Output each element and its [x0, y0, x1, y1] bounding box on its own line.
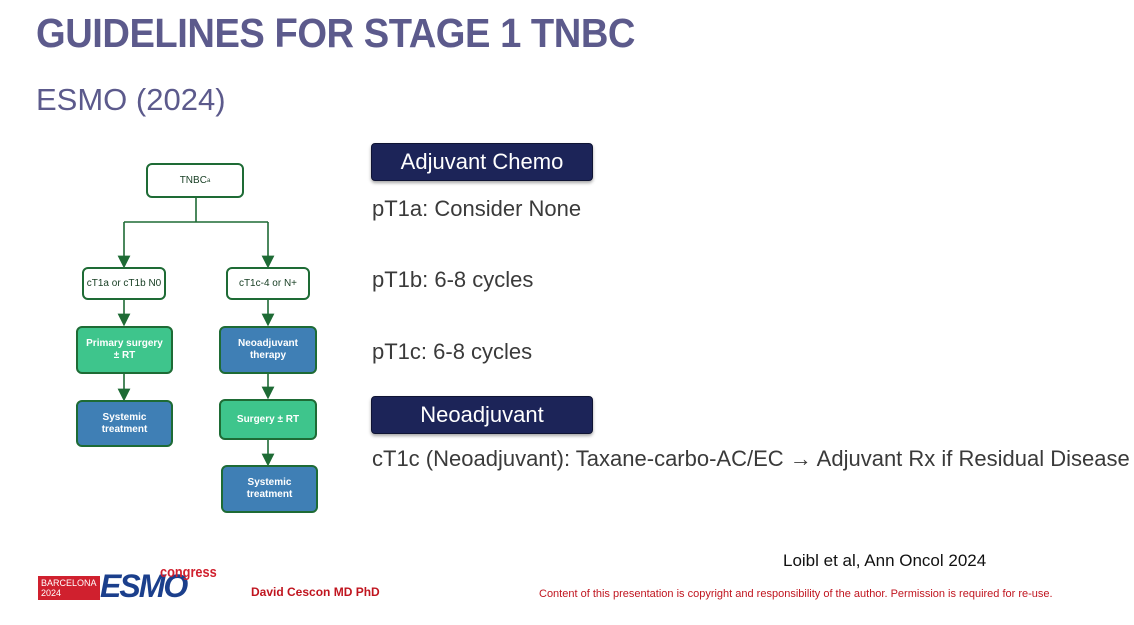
logo-year: 2024: [41, 588, 62, 598]
pt1a-text: pT1a: Consider None: [372, 196, 582, 221]
esmo-congress-logo: BARCELONA 2024 ESMO congress: [38, 564, 218, 604]
flow-node-tnbc-label: TNBC: [179, 174, 207, 186]
author-name: David Cescon MD PhD: [251, 585, 380, 599]
flow-node-tnbc-footnote: a: [206, 177, 211, 184]
ct1c-text: cT1c (Neoadjuvant): Taxane-carbo-AC/EC →…: [372, 446, 1130, 471]
logo-congress: congress: [160, 564, 217, 581]
pt1c-text: pT1c: 6-8 cycles: [372, 339, 533, 364]
flow-node-surgery-rt: Surgery ± RT: [219, 399, 317, 440]
neoadjuvant-header: Neoadjuvant: [371, 396, 593, 434]
slide-subtitle: ESMO (2024): [36, 82, 226, 117]
flowchart-connectors: [117, 198, 275, 467]
logo-brand: ESMO: [100, 568, 188, 604]
logo-city: BARCELONA: [41, 578, 97, 588]
flow-node-left-branch: cT1a or cT1b N0: [82, 267, 166, 300]
citation: Loibl et al, Ann Oncol 2024: [783, 551, 987, 570]
copyright-notice: Content of this presentation is copyrigh…: [539, 588, 1053, 600]
slide-title: GUIDELINES FOR STAGE 1 TNBC: [36, 10, 635, 56]
pt1b-text: pT1b: 6-8 cycles: [372, 267, 534, 292]
flow-node-left-systemic: Systemic treatment: [76, 400, 173, 447]
adjuvant-chemo-header: Adjuvant Chemo: [371, 143, 593, 181]
flow-node-neoadjuvant: Neoadjuvant therapy: [219, 326, 317, 374]
flow-node-right-systemic: Systemic treatment: [221, 465, 318, 513]
flow-node-right-branch: cT1c-4 or N+: [226, 267, 310, 300]
flow-node-primary-surgery: Primary surgery ± RT: [76, 326, 173, 374]
logo-city-block: BARCELONA 2024: [38, 576, 100, 600]
